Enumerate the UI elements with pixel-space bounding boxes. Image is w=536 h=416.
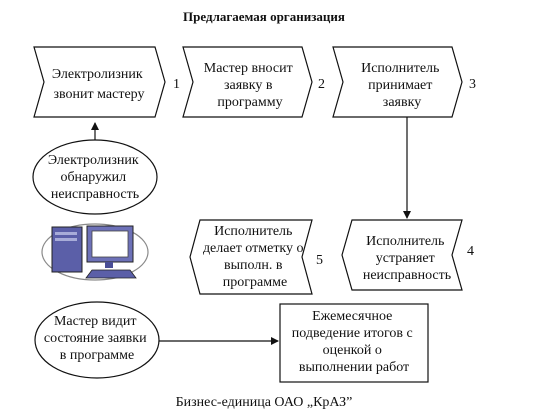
step-5-label: Исполнитель делает отметку о выполн. в п… [203, 224, 307, 290]
step-1-chevron [33, 46, 166, 118]
event-2-label: Мастер видит состояние заявки в программ… [44, 314, 150, 363]
event-master-sees-status: Мастер видит состояние заявки в программ… [34, 301, 160, 379]
step-3-accept-request: Исполнитель принимает заявку 3 [332, 46, 476, 118]
diagram-caption: Бизнес-единица ОАО „КрАЗ” [176, 395, 353, 410]
step-3-label: Исполнитель принимает заявку [361, 61, 443, 110]
step-2-register-request: Мастер вносит заявку в программу 2 [182, 46, 325, 118]
monthly-report-box: Ежемесячное подведение итогов с оценкой … [279, 303, 429, 383]
report-label: Ежемесячное подведение итогов с оценкой … [292, 309, 416, 375]
step-1-number: 1 [173, 77, 180, 92]
step-4-label: Исполнитель устраняет неисправность [363, 234, 451, 283]
step-3-chevron [332, 46, 463, 118]
step-1-call-master: Электролизник звонит мастеру 1 [33, 46, 180, 118]
event-1-label: Электролизник обнаружил неисправность [48, 153, 142, 202]
event-fault-detected: Электролизник обнаружил неисправность [32, 139, 158, 215]
step-2-number: 2 [318, 77, 325, 92]
report-rect [279, 303, 429, 383]
diagram-title: Предлагаемая организация [183, 9, 345, 24]
step-1-label: Электролизник звонит мастеру [52, 67, 146, 102]
step-4-fix-fault: Исполнитель устраняет неисправность 4 [341, 219, 474, 291]
step-4-chevron [341, 219, 463, 291]
step-5-mark-completion: Исполнитель делает отметку о выполн. в п… [189, 219, 323, 295]
step-2-chevron [182, 46, 313, 118]
event-2-ellipse [34, 301, 160, 379]
step-3-number: 3 [469, 77, 476, 92]
desktop-computer-icon [41, 223, 149, 281]
step-4-number: 4 [467, 244, 474, 259]
step-2-label: Мастер вносит заявку в программу [204, 61, 296, 110]
step-5-chevron [189, 219, 313, 295]
step-5-number: 5 [316, 253, 323, 268]
